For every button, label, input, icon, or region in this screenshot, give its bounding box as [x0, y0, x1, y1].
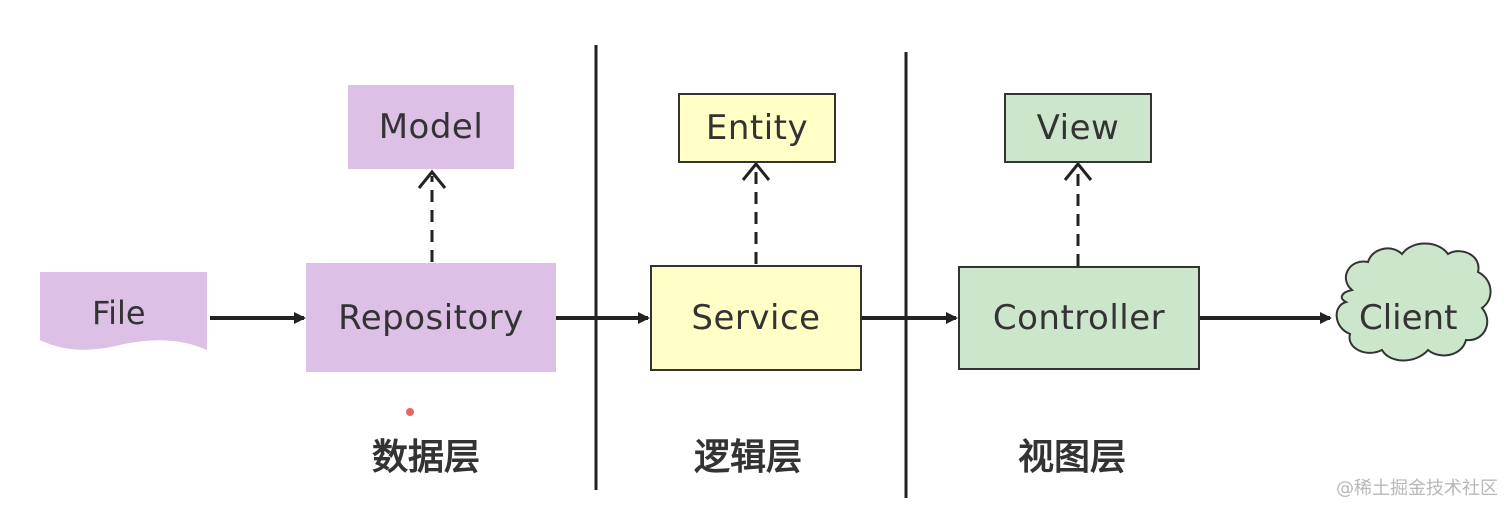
node-file-label: File [92, 294, 146, 332]
node-controller: Controller [958, 266, 1200, 370]
node-repository-label: Repository [338, 297, 524, 338]
node-client-label: Client [1359, 298, 1458, 338]
node-entity-label: Entity [705, 108, 809, 148]
client-cloud-shape [1335, 242, 1492, 362]
dashed-arrow-service-entity [741, 161, 771, 264]
node-model: Model [348, 85, 514, 169]
node-entity: Entity [678, 93, 836, 163]
layer-label-logic: 逻辑层 [694, 437, 803, 478]
node-service: Service [650, 265, 862, 371]
node-service-label: Service [691, 298, 821, 338]
cursor-dot [406, 408, 414, 416]
node-view-label: View [1036, 108, 1120, 148]
watermark-text: @稀土掘金技术社区 [1336, 478, 1498, 499]
node-view: View [1004, 93, 1152, 163]
node-repository: Repository [306, 263, 556, 372]
layer-label-data: 数据层 [372, 437, 481, 478]
dashed-arrow-repository-model [417, 169, 447, 262]
node-model-label: Model [378, 107, 484, 147]
file-shape [40, 272, 207, 350]
node-controller-label: Controller [992, 298, 1166, 338]
dashed-arrow-controller-view [1063, 161, 1093, 266]
layer-label-view: 视图层 [1018, 437, 1127, 478]
